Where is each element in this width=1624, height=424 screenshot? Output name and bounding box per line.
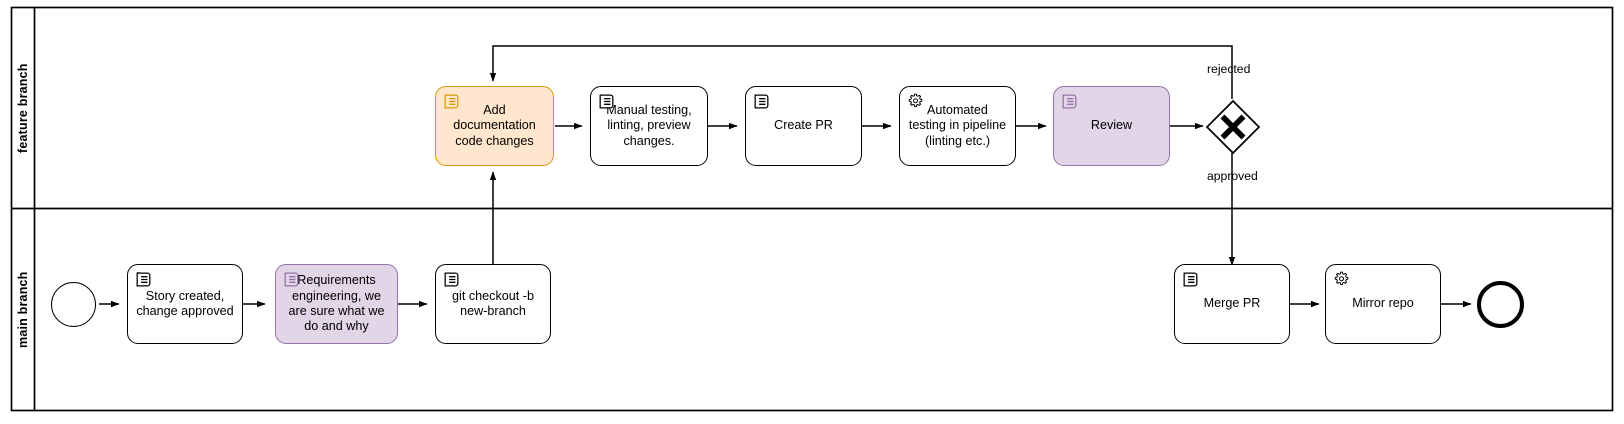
manual-task-icon (599, 94, 614, 109)
manual-task-icon (1183, 272, 1198, 287)
task-git-checkout[interactable]: git checkout -b new-branch (435, 264, 551, 344)
task-review[interactable]: Review (1053, 86, 1170, 166)
exclusive-gateway[interactable] (1205, 99, 1261, 155)
task-label: Review (1090, 118, 1133, 133)
task-automated-testing[interactable]: Automated testing in pipeline (linting e… (899, 86, 1016, 166)
start-event[interactable] (51, 282, 96, 327)
edge-label-rejected: rejected (1207, 62, 1251, 76)
end-event[interactable] (1477, 281, 1524, 328)
manual-task-icon (1062, 94, 1077, 109)
task-label: Mirror repo (1352, 296, 1414, 311)
task-label: git checkout -b new-branch (452, 288, 534, 318)
task-mirror-repo[interactable]: Mirror repo (1325, 264, 1441, 344)
task-manual-testing[interactable]: Manual testing, linting, preview changes… (590, 86, 708, 166)
task-requirements-engineering[interactable]: Requirements engineering, we are sure wh… (275, 264, 398, 344)
task-label: Story created, change approved (136, 288, 234, 318)
task-label: Create PR (774, 118, 833, 133)
task-label: Merge PR (1203, 296, 1261, 311)
task-add-documentation[interactable]: Add documentation code changes (435, 86, 554, 166)
lane-label-feature-branch: feature branch (16, 63, 30, 153)
manual-task-icon (444, 94, 459, 109)
manual-task-icon (444, 272, 459, 287)
manual-task-icon (754, 94, 769, 109)
lane-label-main-branch: main branch (16, 271, 30, 349)
task-create-pr[interactable]: Create PR (745, 86, 862, 166)
manual-task-icon (136, 272, 151, 287)
task-story-created[interactable]: Story created, change approved (127, 264, 243, 344)
manual-task-icon (284, 272, 299, 287)
exclusive-gateway-x-icon (1205, 99, 1261, 155)
task-merge-pr[interactable]: Merge PR (1174, 264, 1290, 344)
service-task-gear-icon (908, 93, 923, 108)
service-task-gear-icon (1334, 271, 1349, 286)
edge-label-approved: approved (1207, 169, 1258, 183)
